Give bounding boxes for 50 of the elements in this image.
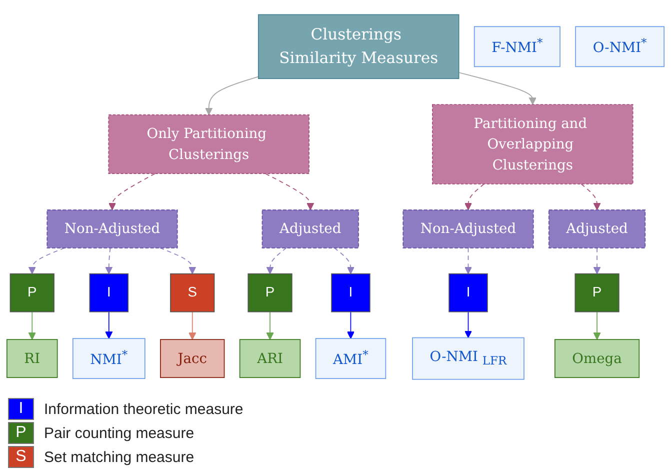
node-box bbox=[331, 273, 370, 312]
node-box bbox=[46, 209, 178, 248]
node-box bbox=[108, 114, 310, 174]
node-box bbox=[315, 338, 386, 379]
node-box bbox=[548, 209, 646, 248]
arrow bbox=[265, 173, 314, 210]
arrow bbox=[105, 247, 113, 274]
arrow bbox=[266, 311, 274, 340]
node-box bbox=[474, 26, 560, 68]
node-box bbox=[6, 339, 58, 378]
arrow bbox=[464, 184, 484, 210]
arrow bbox=[205, 76, 259, 116]
arrow bbox=[593, 311, 601, 340]
arrow bbox=[188, 311, 196, 340]
arrow bbox=[28, 311, 36, 340]
node-box bbox=[262, 209, 359, 248]
arrow bbox=[458, 72, 536, 105]
node-box bbox=[239, 339, 301, 378]
arrow bbox=[28, 247, 66, 274]
arrow bbox=[334, 247, 355, 274]
node-box bbox=[160, 339, 225, 378]
arrow bbox=[580, 184, 601, 210]
flowchart: Clusterings Similarity Measures Only Partitioning Clusterings Partitioning and Overlapping Clusterings Non-Adjusted Adjusted Non-Adjusted Adjusted P I S P I I P RI NMI$^{*}$ F-NMI$^{*}$ Jacc ARI AMI$^{*}$ O-NMI $_{LFR}$ O-NMI$^{*}$ Omega bbox=[0, 0, 671, 394]
arrow bbox=[593, 247, 601, 274]
node-box bbox=[72, 338, 146, 379]
arrow bbox=[266, 247, 287, 274]
arrow bbox=[108, 173, 156, 210]
arrow bbox=[464, 311, 472, 338]
node-box bbox=[258, 14, 460, 80]
node-box bbox=[574, 273, 620, 312]
node-box bbox=[89, 273, 129, 312]
legend-text: Pair counting measure bbox=[44, 424, 194, 442]
node-box bbox=[248, 273, 292, 312]
node-box bbox=[554, 339, 640, 378]
node-box bbox=[402, 209, 534, 248]
arrow bbox=[105, 311, 113, 339]
arrow bbox=[464, 247, 472, 274]
node-box bbox=[448, 273, 488, 312]
node-box bbox=[575, 26, 665, 68]
node-box bbox=[432, 104, 634, 184]
legend-letter-swatch: S bbox=[8, 446, 34, 468]
legend-text: Set matching measure bbox=[44, 448, 194, 466]
node-box bbox=[170, 273, 215, 312]
legend-text: Information theoretic measure bbox=[44, 400, 244, 418]
node-box bbox=[10, 273, 54, 312]
legend-letter-swatch: I bbox=[8, 398, 34, 420]
arrow bbox=[346, 311, 355, 339]
node-box bbox=[412, 337, 524, 380]
arrow bbox=[159, 247, 196, 274]
legend-letter-swatch: P bbox=[8, 422, 34, 444]
